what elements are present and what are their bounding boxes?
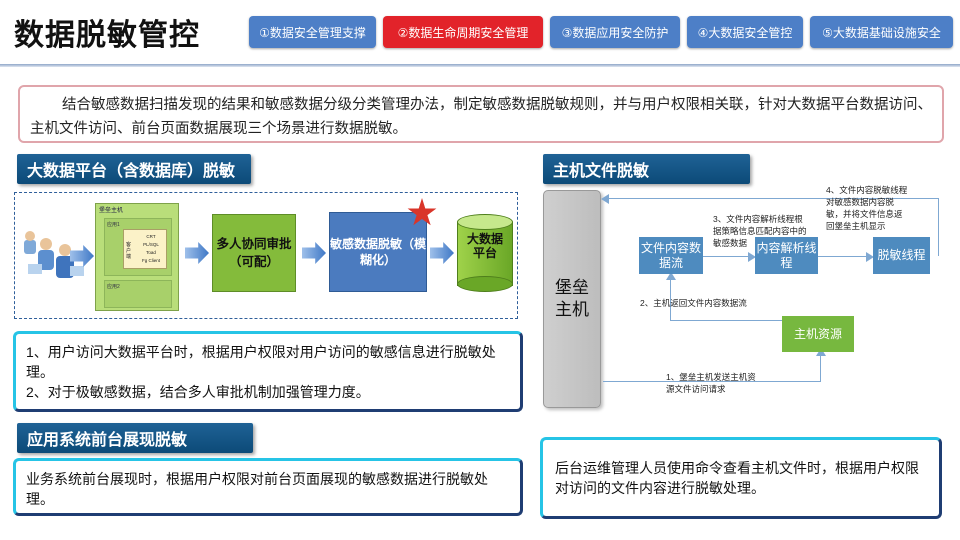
client-item-toad: Toad [146,250,156,255]
request-line [603,381,821,382]
bastion-host-block: 堡垒主机 应用1 客户端 CRT PL/SQL Toad Fg Client 应… [95,203,179,311]
app1-block: 应用1 客户端 CRT PL/SQL Toad Fg Client [104,218,172,276]
hostfile-section-header: 主机文件脱敏 [543,154,750,184]
mask-thread-node: 脱敏线程 [873,237,930,274]
stream-to-parse-line [702,256,754,257]
return-line-vertical [938,198,939,256]
bigdata-platform-label: 大数据平台 [466,232,503,260]
frontend-section-header: 应用系统前台展现脱敏 [17,423,253,453]
flow-arrow-icon [302,242,326,264]
arrowhead-icon [866,252,874,262]
cylinder-top [457,214,513,230]
step-1-annotation: 1、堡垒主机发送主机资源文件访问请求 [666,372,756,394]
step-3-annotation: 3、文件内容解析线程根据策略信息匹配内容中的敏感数据 [713,214,807,248]
client-label: 客户端 [126,242,132,260]
page-title: 数据脱敏管控 [14,19,200,52]
arrowhead-icon [666,272,676,280]
intro-box: 结合敏感数据扫描发现的结果和敏感数据分级分类管理办法，制定敏感数据脱敏规则，并与… [18,85,944,143]
multi-approval-block: 多人协同审批（可配） [212,214,296,292]
content-stream-node: 文件内容数据流 [639,237,703,274]
client-block: 客户端 CRT PL/SQL Toad Fg Client [123,229,167,269]
tab-bigdata-infrastructure-security[interactable]: ⑤大数据基础设施安全 [810,16,953,48]
tab-bigdata-security-control[interactable]: ④大数据安全管控 [687,16,803,48]
sensitive-masking-block: 敏感数据脱敏（模糊化） [329,212,427,292]
cylinder-bottom [457,276,513,292]
client-item-fgclient: Fg Client [141,258,160,263]
arrowhead-icon [816,348,826,356]
step-2-annotation: 2、主机返回文件内容数据流 [640,298,747,308]
flow-arrow-icon [185,242,209,264]
resource-line [670,320,782,321]
tab-data-application-protection[interactable]: ③数据应用安全防护 [550,16,680,48]
client-item-crt: CRT [146,234,156,239]
bigdata-note-2: 2、对于极敏感数据，结合多人审批机制加强管理力度。 [26,384,370,400]
bigdata-section-header: 大数据平台（含数据库）脱敏 [17,154,251,184]
bigdata-notes-box: 1、用户访问大数据平台时，根据用户权限对用户访问的敏感信息进行脱敏处理。 2、对… [13,331,523,412]
return-line [603,198,939,199]
title-divider [0,64,960,67]
bastion-host-label: 堡垒主机 [555,278,589,319]
app2-block: 应用2 [104,280,172,308]
resource-line-vertical [670,274,671,321]
arrowhead-icon [601,194,609,204]
flow-arrow-icon [70,245,94,267]
bigdata-note-1: 1、用户访问大数据平台时，根据用户权限对用户访问的敏感信息进行脱敏处理。 [26,344,496,380]
tab-data-lifecycle-security[interactable]: ②数据生命周期安全管理 [383,16,543,48]
hostfile-note: 后台运维管理人员使用命令查看主机文件时，根据用户权限对访问的文件内容进行脱敏处理… [555,460,919,496]
users-icon [24,231,84,278]
request-line-vertical [820,352,821,382]
bastion-host-label: 堡垒主机 [99,208,124,214]
tab-data-security-management[interactable]: ①数据安全管理支撑 [249,16,376,48]
arrowhead-icon [748,252,756,262]
step-4-annotation: 4、文件内容脱敏线程对敏感数据内容脱敏，并将文件信息返回堡垒主机显示 [826,185,908,231]
bastion-host-panel: 堡垒主机 [543,190,601,408]
flow-arrow-icon [430,242,454,264]
app1-label: 应用1 [107,222,120,228]
hostfile-note-box: 后台运维管理人员使用命令查看主机文件时，根据用户权限对访问的文件内容进行脱敏处理… [540,437,942,519]
frontend-note: 业务系统前台展现时，根据用户权限对前台页面展现的敏感数据进行脱敏处理。 [26,471,488,507]
bigdata-diagram-frame [14,192,518,319]
host-resource-node: 主机资源 [782,316,854,352]
parse-thread-node: 内容解析线程 [755,237,818,274]
client-item-plsql: PL/SQL [143,242,159,247]
app2-label: 应用2 [107,284,120,290]
frontend-note-box: 业务系统前台展现时，根据用户权限对前台页面展现的敏感数据进行脱敏处理。 [13,458,523,516]
parse-to-mask-line [818,256,870,257]
